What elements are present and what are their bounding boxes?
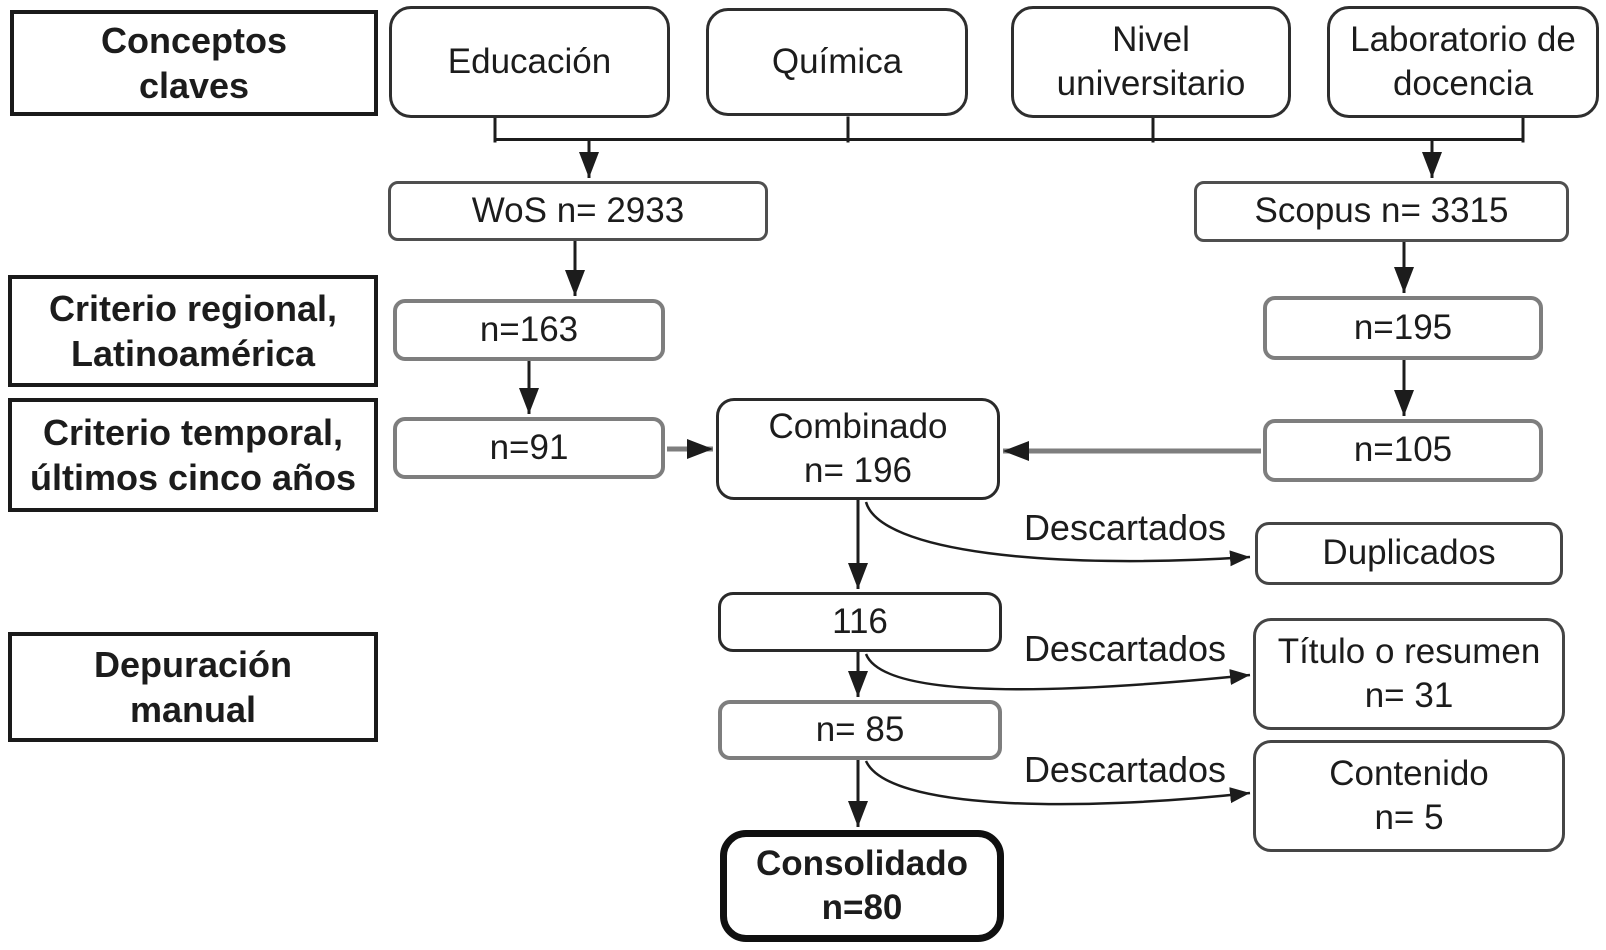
edge-label-discard-duplicates: Descartados [1023,507,1227,548]
keyword-educacion: Educación [389,6,670,118]
node-consolidated: Consolidado n=80 [720,830,1004,942]
node-scopus-temporal-filter: n=105 [1263,419,1543,482]
node-wos-regional-filter: n=163 [393,299,665,361]
keyword-nivel-universitario: Nivel universitario [1011,6,1291,118]
node-wos-results: WoS n= 2933 [388,181,768,241]
keyword-quimica: Química [706,8,968,116]
node-wos-temporal-filter: n=91 [393,417,665,479]
edge-discard-title [864,653,1251,691]
stage-label-temporal-criterion: Criterio temporal, últimos cinco años [8,398,378,512]
edge-discard-content [864,760,1251,806]
keyword-laboratorio-docencia: Laboratorio de docencia [1327,6,1599,118]
node-after-duplicates: 116 [718,592,1002,652]
node-scopus-results: Scopus n= 3315 [1194,181,1569,242]
node-scopus-regional-filter: n=195 [1263,296,1543,360]
node-discarded-title-abstract: Título o resumen n= 31 [1253,618,1565,730]
stage-label-manual-screening: Depuración manual [8,632,378,742]
stage-label-regional-criterion: Criterio regional, Latinoamérica [8,275,378,387]
node-discarded-duplicates: Duplicados [1255,522,1563,585]
stage-label-key-concepts: Conceptos claves [10,10,378,116]
edge-discard-duplicates [864,501,1251,567]
edge-label-discard-content: Descartados [1023,749,1227,790]
edge-label-discard-title: Descartados [1023,628,1227,669]
node-discarded-content: Contenido n= 5 [1253,740,1565,852]
node-combined: Combinado n= 196 [716,398,1000,500]
node-after-title-review: n= 85 [718,700,1002,760]
